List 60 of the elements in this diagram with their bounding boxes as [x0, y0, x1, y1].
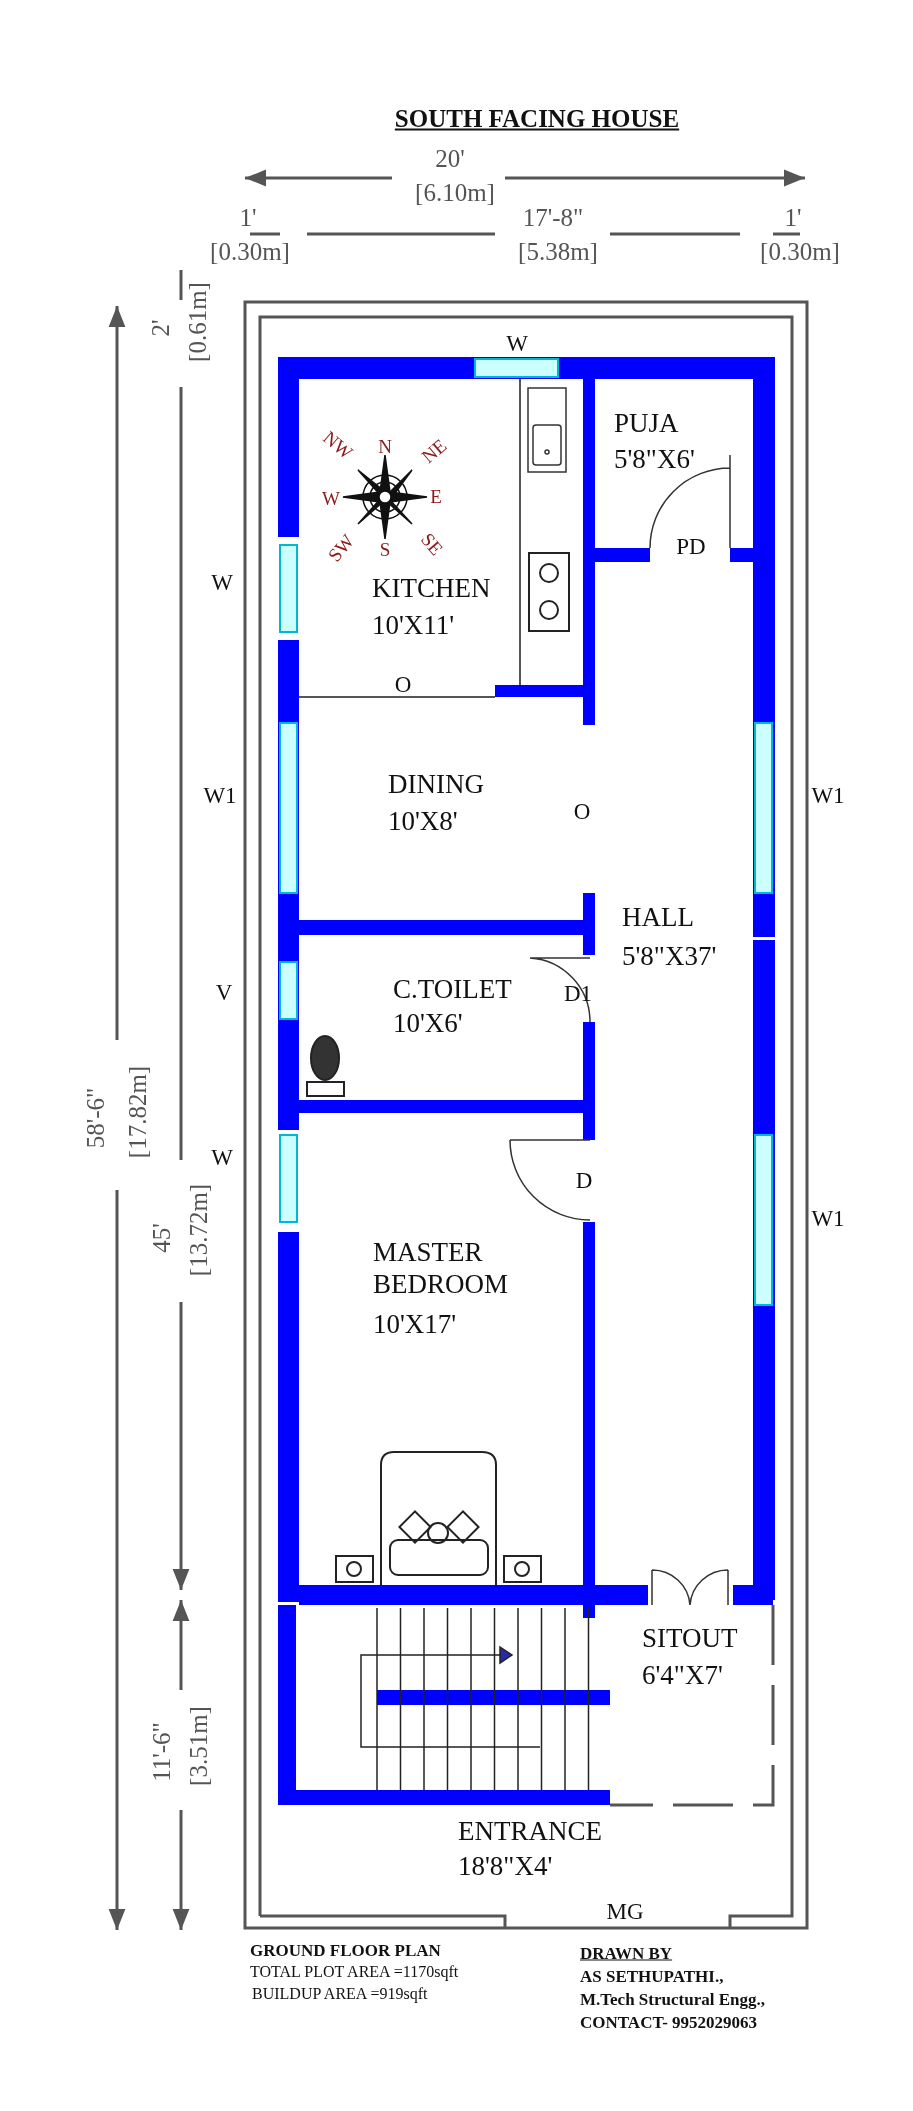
dimension-text: [17.82m] [124, 1065, 150, 1159]
window-tag: W1 [811, 783, 845, 807]
room-name: PUJA [614, 407, 679, 440]
compass-direction: N [378, 436, 392, 456]
credit-text: M.Tech Structural Engg., [580, 1990, 765, 2008]
window-tag: W [211, 1145, 233, 1169]
door-tag: PD [676, 534, 706, 558]
dimension-text: [0.61m] [184, 282, 210, 362]
room-size: 10'X8' [388, 805, 458, 838]
window-tag: W [506, 331, 528, 355]
room-name: HALL [622, 901, 694, 934]
compass-direction: W [322, 488, 340, 508]
area-note: TOTAL PLOT AREA =1170sqft [250, 1964, 459, 1980]
room-size: 5'8"X37' [622, 940, 717, 973]
opening-tag: O [394, 672, 412, 696]
dimension-text: 11'-6" [148, 1722, 174, 1782]
dimension-text: [5.38m] [518, 238, 598, 264]
dimension-text: [0.30m] [210, 238, 290, 264]
room-name: MASTER BEDROOM [373, 1236, 509, 1301]
room-size: 10'X6' [393, 1007, 463, 1040]
dimension-text: [3.51m] [185, 1706, 211, 1786]
door-tag: D [575, 1168, 593, 1192]
compass-direction: NW [319, 427, 357, 463]
compass-direction: SE [417, 529, 447, 559]
room-size: 18'8"X4' [458, 1850, 553, 1883]
window-tag: W [211, 570, 233, 594]
dimension-text: 45' [148, 1223, 174, 1253]
dimension-text: [6.10m] [415, 179, 495, 205]
window-tag: W1 [811, 1206, 845, 1230]
window-tag: W1 [203, 783, 237, 807]
credit-heading: DRAWN BY [580, 1944, 673, 1962]
dimension-text: 20' [435, 145, 465, 171]
gate-tag: MG [606, 1899, 644, 1923]
room-size: 6'4"X7' [642, 1659, 723, 1692]
room-name: ENTRANCE [458, 1815, 602, 1848]
contact-text: CONTACT- 9952029063 [580, 2013, 758, 2031]
credit-text: AS SETHUPATHI., [580, 1967, 724, 1985]
room-name: KITCHEN [372, 572, 491, 605]
room-name: C.TOILET [393, 973, 512, 1006]
dimension-text: [0.30m] [760, 238, 840, 264]
room-size: 10'X17' [373, 1308, 457, 1341]
compass-direction: S [379, 539, 391, 559]
compass-direction: NE [418, 435, 450, 467]
window-tag: V [215, 980, 233, 1004]
room-size: 10'X11' [372, 609, 455, 642]
dimension-text: 1' [784, 204, 802, 230]
dimension-text: 58'-6" [82, 1087, 108, 1149]
room-size: 5'8"X6' [614, 443, 695, 476]
dimension-text: [13.72m] [185, 1183, 211, 1277]
plan-title: SOUTH FACING HOUSE [394, 105, 680, 131]
area-note: BUILDUP AREA =919sqft [252, 1986, 428, 2002]
dimension-text: 2' [147, 319, 173, 337]
room-name: DINING [388, 768, 484, 801]
dimension-text: 1' [239, 204, 257, 230]
compass-direction: SW [324, 531, 358, 565]
compass-direction: E [430, 486, 442, 506]
room-name: SITOUT [642, 1622, 738, 1655]
opening-tag: O [573, 799, 591, 823]
drawing-title: GROUND FLOOR PLAN [250, 1941, 441, 1959]
dimension-text: 17'-8" [522, 204, 584, 230]
